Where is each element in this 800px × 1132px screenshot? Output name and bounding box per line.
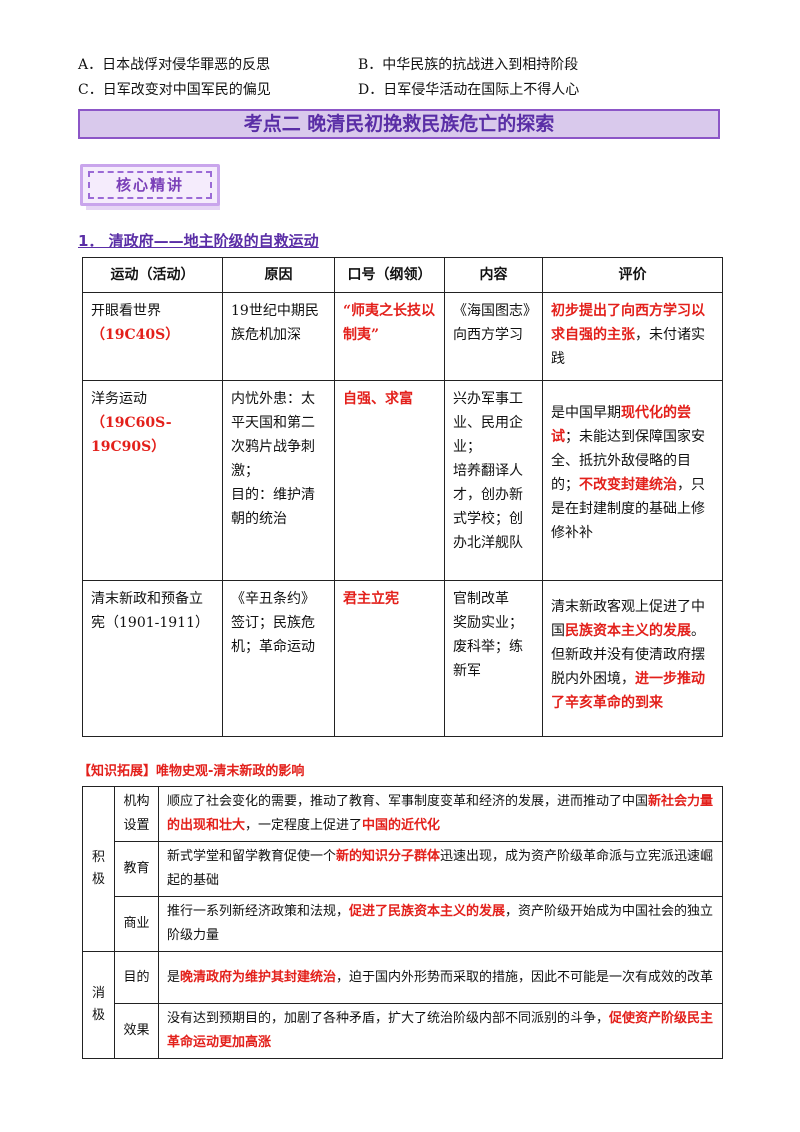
content-line: 官制改革: [453, 591, 509, 607]
row-text: 没有达到预期目的，加剧了各种矛盾，扩大了统治阶级内部不同派别的斗争，促使资产阶级…: [158, 1003, 723, 1059]
evaluation-text: ，只是在封建制度的基础上修修补补: [551, 477, 705, 541]
slogan-cell: 君主立宪: [334, 580, 445, 737]
content-line: 兴办军事工业、民用企业；: [453, 391, 523, 455]
header-reason: 原因: [222, 257, 335, 293]
row-label: 机构设置: [114, 786, 159, 842]
evaluation-highlight: 现代化的尝试: [551, 405, 691, 445]
option-d: D．日军侵华活动在国际上不得人心: [358, 82, 580, 98]
row-highlight: 晚清政府为维护其封建统治: [180, 969, 337, 985]
row-highlight: 新社会力量的出现和壮大: [167, 794, 714, 833]
reason-line: 内忧外患：太平天国和第二次鸦片战争刺激；: [231, 391, 315, 479]
table-row: 效果 没有达到预期目的，加剧了各种矛盾，扩大了统治阶级内部不同派别的斗争，促使资…: [83, 1003, 723, 1059]
movements-table: 运动（活动） 原因 口号（纲领） 内容 评价 开眼看世界 （19C40S） 19…: [82, 257, 723, 737]
reason-cell: 内忧外患：太平天国和第二次鸦片战争刺激； 目的：维护清朝的统治: [222, 380, 335, 581]
evaluation-highlight: 进一步推动了辛亥革命的到来: [551, 671, 705, 711]
evaluation-cell: 是中国早期现代化的尝试；未能达到保障国家安全、抵抗外敌侵略的目的；不改变封建统治…: [542, 380, 723, 581]
positive-group-label: 积极: [82, 786, 115, 952]
row-label: 教育: [114, 841, 159, 897]
reason-cell: 19世纪中期民族危机加深: [222, 292, 335, 381]
content-cell: 《海国图志》向西方学习: [444, 292, 543, 381]
evaluation-cell: 清末新政客观上促进了中国民族资本主义的发展。但新政并没有使清政府摆脱内外困境，进…: [542, 580, 723, 737]
core-badge: 核心精讲: [80, 164, 224, 210]
movement-cell: 开眼看世界 （19C40S）: [82, 292, 223, 381]
badge-label: 核心精讲: [88, 171, 212, 199]
header-evaluation: 评价: [542, 257, 723, 293]
content-line: 培养翻译人才，创办新式学校；创办北洋舰队: [453, 463, 523, 551]
content-cell: 兴办军事工业、民用企业； 培养翻译人才，创办新式学校；创办北洋舰队: [444, 380, 543, 581]
slogan-cell: “师夷之长技以制夷”: [334, 292, 445, 381]
content-line: 奖励实业；: [453, 615, 523, 631]
movement-period: （19C40S）: [91, 327, 180, 343]
evaluation-highlight: 初步提出了向西方学习以求自强的主张: [551, 303, 705, 343]
table-row: 教育 新式学堂和留学教育促使一个新的知识分子群体迅速出现，成为资产阶级革命派与立…: [83, 841, 723, 897]
evaluation-highlight: 不改变封建统治: [579, 477, 677, 493]
table-row: 清末新政和预备立宪（1901-1911） 《辛丑条约》签订；民族危机；革命运动 …: [82, 580, 723, 737]
slogan-cell: 自强、求富: [334, 380, 445, 581]
evaluation-text: 是中国早期: [551, 405, 621, 421]
evaluation-cell: 初步提出了向西方学习以求自强的主张，未付诸实践: [542, 292, 723, 381]
evaluation-text: 清末新政客观上促进了中国: [551, 599, 705, 639]
evaluation-text: ，未付诸实践: [551, 327, 705, 367]
content-cell: 官制改革 奖励实业； 废科举；练新军: [444, 580, 543, 737]
table-row: 积极 机构设置 顺应了社会变化的需要，推动了教育、军事制度变革和经济的发展，进而…: [82, 786, 723, 952]
extension-title: 【知识拓展】唯物史观-清末新政的影响: [78, 764, 305, 779]
table-row: 开眼看世界 （19C40S） 19世纪中期民族危机加深 “师夷之长技以制夷” 《…: [82, 292, 723, 381]
header-content: 内容: [444, 257, 543, 293]
section-banner: 考点二 晚清民初挽救民族危亡的探索: [78, 109, 720, 139]
section-heading: 1． 清政府——地主阶级的自救运动: [78, 232, 319, 250]
movement-name: 开眼看世界: [91, 303, 161, 319]
table-row: 商业 推行一系列新经济政策和法规，促进了民族资本主义的发展，资产阶级开始成为中国…: [83, 896, 723, 952]
row-highlight: 促进了民族资本主义的发展: [349, 904, 506, 919]
header-slogan: 口号（纲领）: [334, 257, 445, 293]
movement-period: （19C60S-19C90S）: [91, 415, 172, 455]
movement-cell: 洋务运动 （19C60S-19C90S）: [82, 380, 223, 581]
badge-shadow: [86, 204, 220, 210]
row-label: 效果: [114, 1003, 159, 1059]
row-label: 目的: [114, 951, 159, 1004]
row-highlight: 促使资产阶级民主革命运动更加高涨: [167, 1011, 714, 1050]
header-movement: 运动（活动）: [82, 257, 223, 293]
movement-name: 洋务运动: [91, 391, 147, 407]
row-text: 顺应了社会变化的需要，推动了教育、军事制度变革和经济的发展，进而推动了中国新社会…: [158, 786, 723, 842]
reason-cell: 《辛丑条约》签订；民族危机；革命运动: [222, 580, 335, 737]
reason-line: 目的：维护清朝的统治: [231, 487, 315, 527]
row-text: 推行一系列新经济政策和法规，促进了民族资本主义的发展，资产阶级开始成为中国社会的…: [158, 896, 723, 952]
negative-group-label: 消极: [82, 951, 115, 1059]
table-row: 洋务运动 （19C60S-19C90S） 内忧外患：太平天国和第二次鸦片战争刺激…: [82, 380, 723, 581]
row-text: 新式学堂和留学教育促使一个新的知识分子群体迅速出现，成为资产阶级革命派与立宪派迅…: [158, 841, 723, 897]
table-row: 消极 目的 是晚清政府为维护其封建统治，迫于国内外形势而采取的措施，因此不可能是…: [82, 951, 723, 1059]
row-label: 商业: [114, 896, 159, 952]
row-text: 是晚清政府为维护其封建统治，迫于国内外形势而采取的措施，因此不可能是一次有成效的…: [158, 951, 723, 1004]
content-line: 废科举；练新军: [453, 639, 523, 679]
evaluation-text: 。但新政并没有使清政府摆脱内外困境，: [551, 623, 705, 687]
evaluation-highlight: 民族资本主义的发展: [565, 623, 691, 639]
row-highlight: 新的知识分子群体: [336, 849, 441, 864]
option-c: C．日军改变对中国军民的偏见: [78, 82, 271, 98]
movement-cell: 清末新政和预备立宪（1901-1911）: [82, 580, 223, 737]
option-b: B．中华民族的抗战进入到相持阶段: [358, 57, 579, 73]
extension-table: 积极 机构设置 顺应了社会变化的需要，推动了教育、军事制度变革和经济的发展，进而…: [82, 786, 723, 1059]
evaluation-text: ；未能达到保障国家安全、抵抗外敌侵略的目的；: [551, 429, 705, 493]
table-header-row: 运动（活动） 原因 口号（纲领） 内容 评价: [82, 257, 723, 293]
row-highlight: 中国的近代化: [362, 818, 441, 833]
option-a: A．日本战俘对侵华罪恶的反思: [78, 57, 271, 73]
